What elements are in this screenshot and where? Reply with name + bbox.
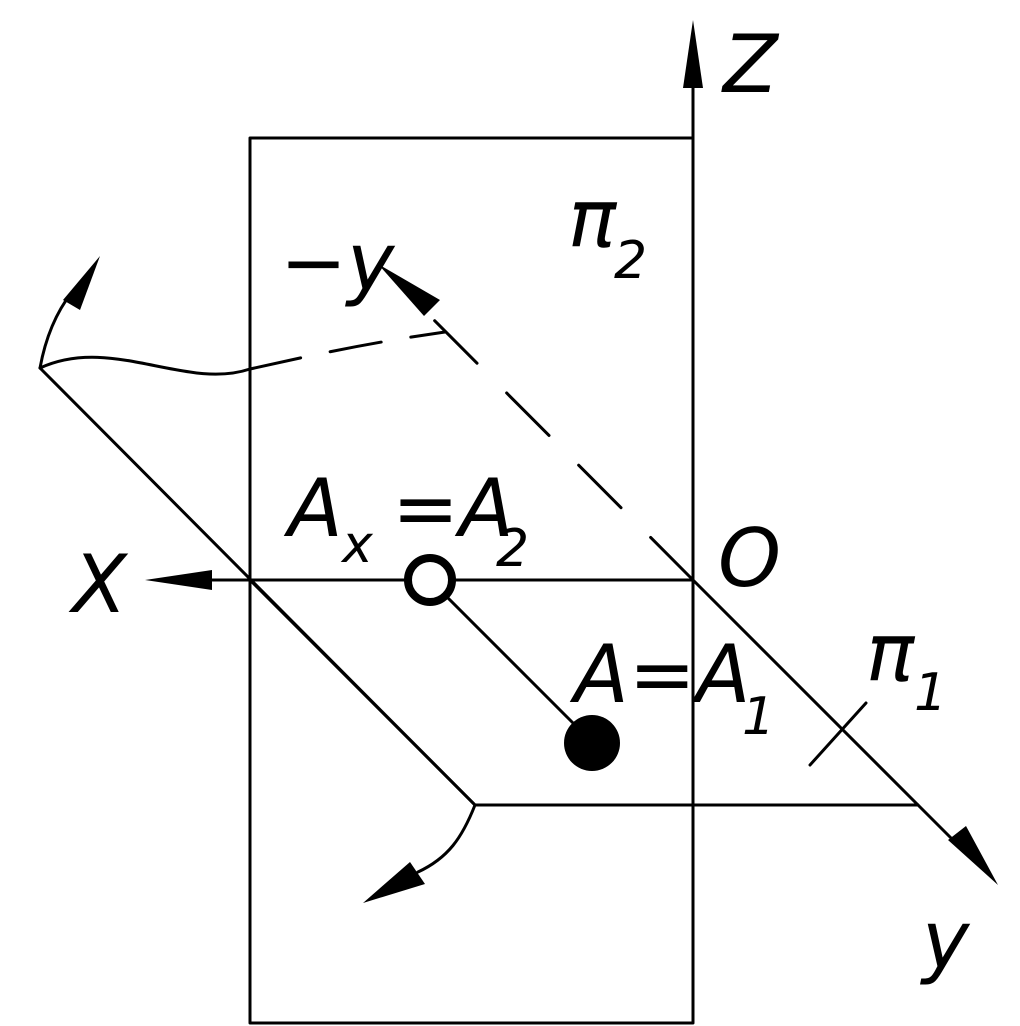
neg-y-axis-label: −y [280,216,396,309]
point-ax-a2-open [404,554,456,606]
plane-tick-mark [808,701,868,767]
neg-y-axis-dashed [418,304,695,582]
plane2-letter: π [568,172,618,265]
a-label-base: A=A [569,628,750,721]
y-axis-label: y [920,894,971,987]
neg-y-axis-arrow-icon [378,264,440,316]
rotated-plane-edge [38,366,477,807]
rotation-arc-bottom [416,803,477,874]
x-axis-arrow-icon [145,570,212,590]
ax-label-sub: x [340,515,374,575]
break-line-solid [38,355,252,376]
rotation-arrow-top-icon [63,256,100,310]
point-a-a1-filled [564,715,620,771]
z-axis-arrow-icon [683,20,703,88]
x-axis-label: X [68,538,129,631]
plane1-index: 1 [914,663,947,723]
ax-label-base: A [283,462,343,555]
rotation-arrow-bottom-icon [363,862,425,903]
plane1-letter: π [866,606,916,699]
rotation-arc-top [38,290,74,370]
origin-label: O [718,512,781,605]
projection-line [428,578,587,737]
plane2-index: 2 [614,231,647,291]
y-axis-arrow-icon [948,826,998,885]
ax-label-eq: =A [392,462,514,555]
z-axis-label: Z [721,18,780,111]
ax-label-sub2: 2 [496,519,529,579]
break-line-dashed [248,330,447,371]
a-label-sub: 1 [742,687,775,747]
